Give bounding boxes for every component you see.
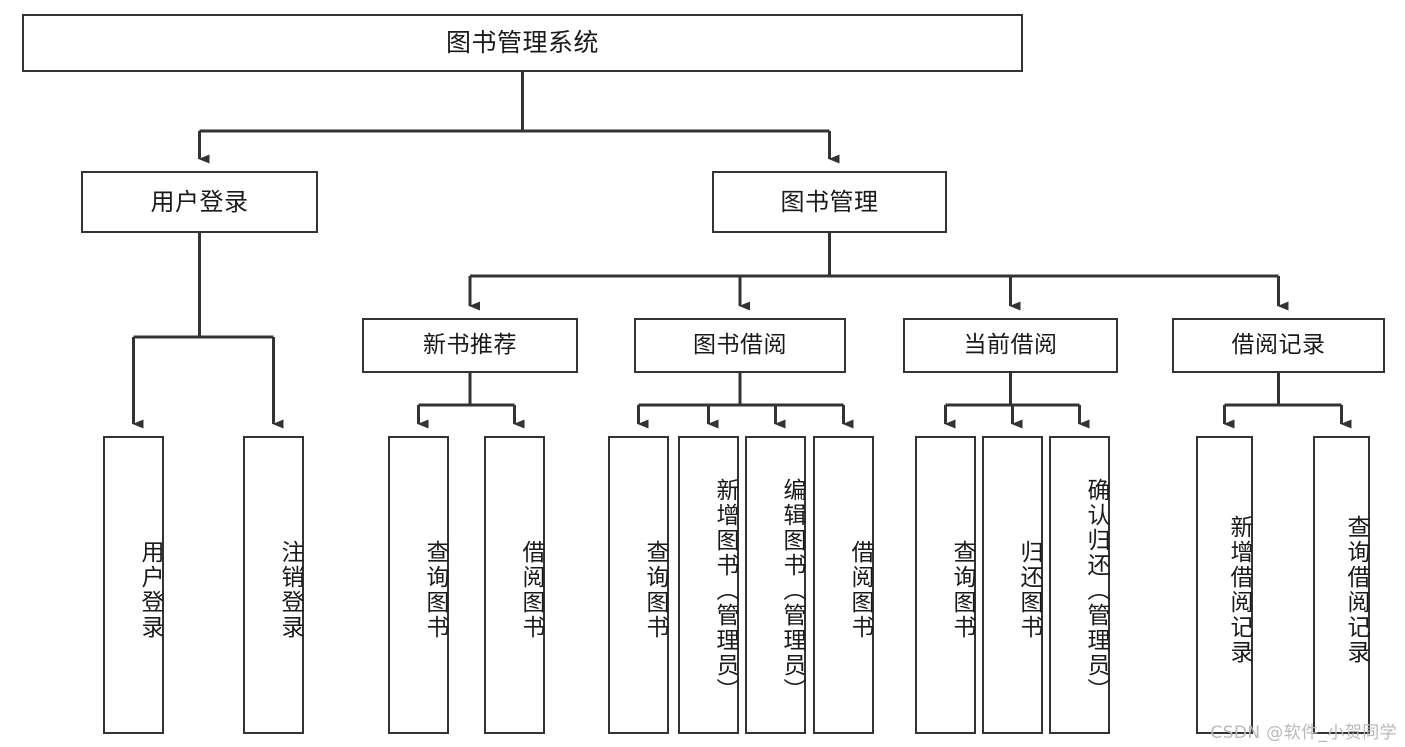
node-leaf-confirm-return[interactable]: 确认归还（管理员） — [1049, 436, 1110, 734]
node-book-management[interactable]: 图书管理 — [712, 171, 947, 233]
node-label: 图书管理 — [780, 187, 879, 216]
node-label: 图书借阅 — [693, 331, 787, 358]
node-label: 查询图书 — [422, 540, 448, 640]
node-leaf-borrow-book-2[interactable]: 借阅图书 — [813, 436, 874, 734]
node-leaf-add-record[interactable]: 新增借阅记录 — [1196, 436, 1253, 734]
node-user-login[interactable]: 用户登录 — [81, 171, 318, 233]
node-label: 图书管理系统 — [445, 28, 599, 57]
node-label: 当前借阅 — [963, 331, 1058, 358]
node-label: 注销登录 — [277, 540, 303, 640]
node-label: 借阅记录 — [1231, 331, 1326, 358]
node-leaf-logout[interactable]: 注销登录 — [243, 436, 304, 734]
node-label: 借阅图书 — [518, 540, 544, 640]
node-label: 归还图书 — [1016, 540, 1042, 640]
node-book-borrow[interactable]: 图书借阅 — [634, 318, 846, 373]
node-label: 查询图书 — [949, 540, 975, 640]
node-label: 用户登录 — [150, 187, 249, 216]
node-leaf-user-login[interactable]: 用户登录 — [103, 436, 164, 734]
node-new-book-recommend[interactable]: 新书推荐 — [362, 318, 578, 373]
node-label: 新书推荐 — [423, 331, 517, 358]
node-label: 查询图书 — [642, 540, 668, 640]
node-leaf-query-book-3[interactable]: 查询图书 — [915, 436, 976, 734]
node-leaf-borrow-book-1[interactable]: 借阅图书 — [484, 436, 545, 734]
node-label: 编辑图书（管理员） — [779, 477, 805, 703]
node-leaf-query-book-2[interactable]: 查询图书 — [608, 436, 669, 734]
node-label: 新增图书（管理员） — [712, 477, 738, 703]
node-leaf-edit-book[interactable]: 编辑图书（管理员） — [745, 436, 806, 734]
edge-paths — [132, 72, 1352, 429]
node-current-borrow[interactable]: 当前借阅 — [903, 318, 1118, 373]
node-label: 查询借阅记录 — [1343, 515, 1369, 665]
node-leaf-return-book[interactable]: 归还图书 — [982, 436, 1043, 734]
node-label: 新增借阅记录 — [1226, 515, 1252, 665]
node-label: 用户登录 — [137, 540, 163, 640]
node-root[interactable]: 图书管理系统 — [22, 14, 1023, 72]
node-borrow-record[interactable]: 借阅记录 — [1172, 318, 1385, 373]
node-leaf-query-record[interactable]: 查询借阅记录 — [1313, 436, 1370, 734]
node-leaf-add-book[interactable]: 新增图书（管理员） — [678, 436, 739, 734]
node-leaf-query-book-1[interactable]: 查询图书 — [388, 436, 449, 734]
node-label: 确认归还（管理员） — [1083, 477, 1109, 703]
node-label: 借阅图书 — [847, 540, 873, 640]
